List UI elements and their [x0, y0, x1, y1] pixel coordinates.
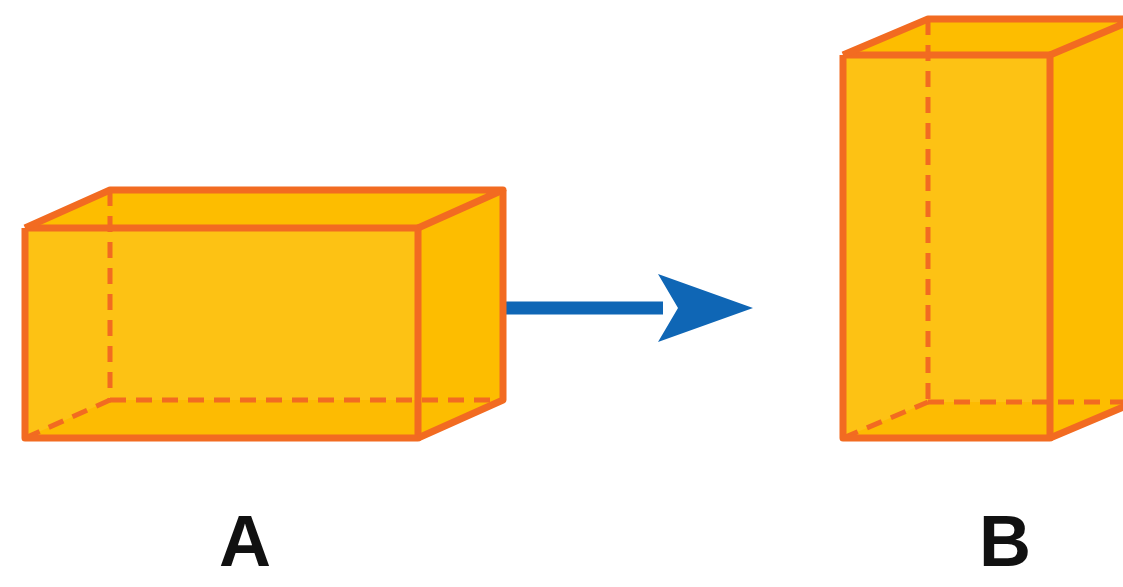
- hidden-edge: [110, 398, 503, 403]
- shape-label: B: [979, 505, 1031, 577]
- front-face: [25, 228, 418, 438]
- arrow-connector: [503, 274, 753, 342]
- cuboid-edge: [25, 228, 418, 438]
- arrow-shaft: [503, 302, 663, 315]
- cuboid-edge: [418, 190, 503, 438]
- hidden-edge: [926, 19, 931, 402]
- shape-label: A: [219, 505, 271, 577]
- arrow-head: [658, 274, 753, 342]
- hidden-edge: [928, 400, 1123, 405]
- cuboid: A: [18, 183, 510, 587]
- cuboid-edge: [1050, 19, 1123, 438]
- cuboid-drawing: [836, 14, 1123, 587]
- hidden-edge: [25, 400, 110, 438]
- hidden-edge: [108, 190, 113, 400]
- cuboid-edge: [843, 19, 1123, 55]
- cuboid-edge: [25, 190, 503, 228]
- right-face: [1050, 19, 1123, 438]
- hidden-edge: [843, 402, 928, 438]
- cuboid: B: [836, 14, 1123, 587]
- top-face: [25, 190, 503, 228]
- front-face: [843, 55, 1050, 438]
- cuboid-edge: [843, 55, 1050, 438]
